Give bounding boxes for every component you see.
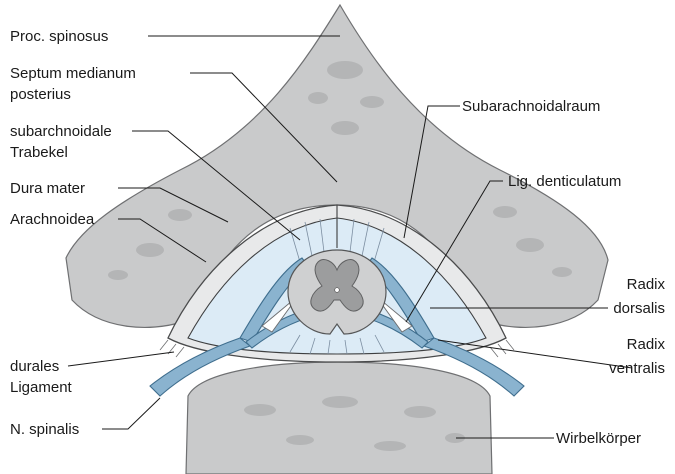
label-trabekel-line2: Trabekel — [10, 144, 68, 161]
leader-n-spinalis — [102, 398, 160, 429]
label-septum-line2: posterius — [10, 86, 71, 103]
label-durales-line2: Ligament — [10, 379, 73, 396]
central-canal — [335, 288, 340, 293]
label-arachnoidea: Arachnoidea — [10, 211, 95, 228]
label-radix-dorsalis-line2: dorsalis — [613, 300, 665, 317]
label-wirbelkoerper: Wirbelkörper — [556, 430, 641, 447]
leader-durales — [68, 352, 174, 366]
label-radix-ventralis-line1: Radix — [627, 336, 666, 353]
vertebral-body — [186, 362, 492, 474]
label-durales-line1: durales — [10, 358, 59, 375]
label-proc-spinosus: Proc. spinosus — [10, 28, 108, 45]
label-radix-dorsalis-line1: Radix — [627, 276, 666, 293]
label-n-spinalis: N. spinalis — [10, 421, 79, 438]
label-septum-line1: Septum medianum — [10, 65, 136, 82]
label-subarachnoidalraum: Subarachnoidalraum — [462, 98, 600, 115]
label-radix-ventralis-line2: ventralis — [609, 360, 665, 377]
label-dura-mater: Dura mater — [10, 180, 85, 197]
label-trabekel-line1: subarchnoidale — [10, 123, 112, 140]
label-lig-denticulatum: Lig. denticulatum — [508, 173, 621, 190]
